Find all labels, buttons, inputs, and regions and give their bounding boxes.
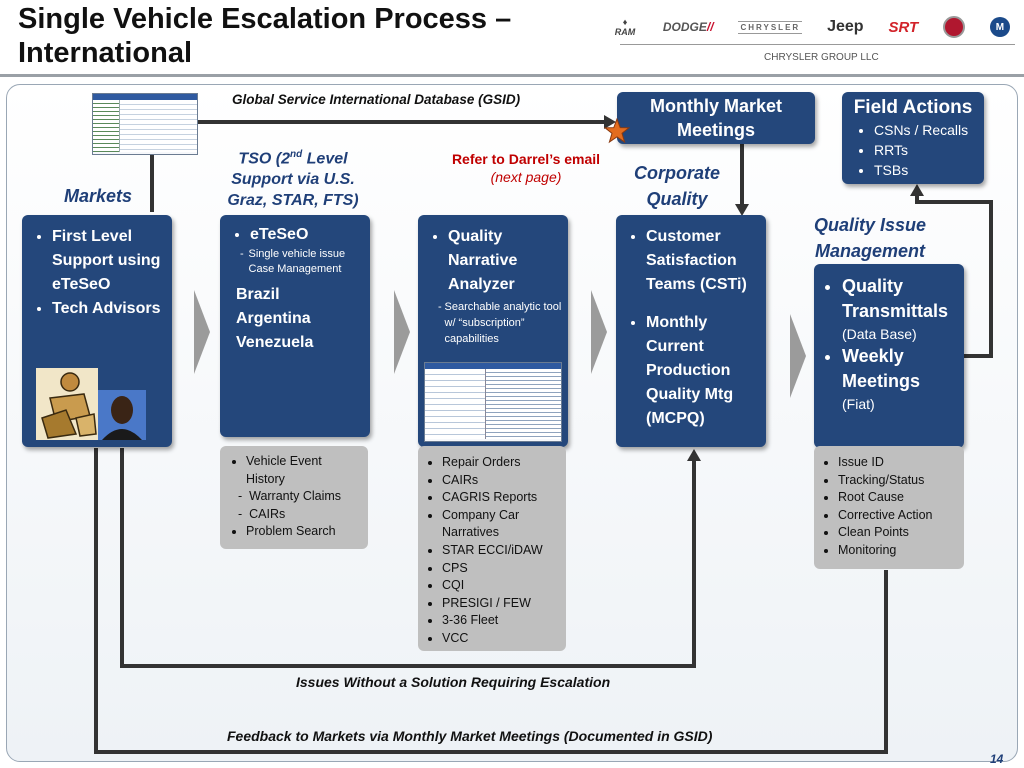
page-title: Single Vehicle Escalation Process – Inte… [18, 2, 578, 70]
etesee-subitem: Single vehicle issue Case Management [248, 248, 346, 275]
qna-subitem: Searchable analytic tool w/ “subscriptio… [444, 301, 562, 345]
flow-chevron [194, 290, 210, 374]
fa-stub-line [915, 194, 919, 204]
flow-chevron [790, 314, 806, 398]
gsid-screenshot-thumbnail [92, 93, 198, 155]
list-item: CPS [442, 560, 560, 578]
list-item: Repair Orders [442, 454, 560, 472]
ram-logo: ♦RAM [614, 17, 636, 37]
logo-divider [620, 44, 1015, 45]
monthly-market-meetings-box: Monthly Market Meetings [617, 92, 815, 144]
list-item: First Level Support using eTeSeO [52, 225, 166, 297]
issues-bottom-line [120, 664, 696, 668]
srt-logo: SRT [888, 18, 919, 36]
list-item: Corrective Action [838, 507, 958, 525]
feedback-up-line [884, 570, 888, 754]
list-item: Issue ID [838, 454, 958, 472]
fiat-logo [943, 16, 966, 38]
country-item: Venezuela [236, 334, 314, 351]
field-actions-title: Field Actions [853, 97, 973, 118]
feedback-bottom-line [94, 750, 888, 754]
qna-detail-box: Repair Orders CAIRs CAGRIS Reports Compa… [418, 446, 566, 651]
dodge-logo: DODGE// [662, 20, 714, 34]
list-item: Problem Search [246, 523, 362, 541]
customer-satisfaction-box: Customer Satisfaction Teams (CSTi) Month… [616, 215, 766, 447]
arrow-to-csat [735, 204, 749, 216]
list-item: Quality Transmittals (Data Base) [842, 274, 960, 344]
arrow-to-mmm [604, 115, 616, 129]
arrow-to-field-actions [910, 184, 924, 196]
qt-right-line [963, 354, 993, 358]
list-item: CSNs / Recalls [874, 120, 974, 140]
list-item: Root Cause [838, 489, 958, 507]
title-divider [0, 74, 1024, 77]
field-actions-box: Field Actions CSNs / Recalls RRTs TSBs [842, 92, 984, 184]
brand-logo-strip: ♦RAM DODGE// CHRYSLER Jeep SRT M [612, 8, 1010, 46]
list-item: - Warranty Claims [238, 489, 342, 504]
list-item: RRTs [874, 140, 974, 160]
qna-item: Quality Narrative Analyzer [448, 225, 564, 297]
gsid-to-mmm-line [197, 120, 605, 124]
markets-list: First Level Support using eTeSeO Tech Ad… [38, 225, 166, 321]
country-list: Brazil Argentina Venezuela [236, 283, 366, 355]
markets-label: Markets [63, 186, 133, 206]
country-item: Brazil [236, 286, 280, 303]
gsid-to-markets-line [150, 152, 154, 212]
qt-top-line [915, 200, 993, 204]
country-item: Argentina [236, 310, 311, 327]
list-item: VCC [442, 630, 560, 648]
tso-box: eTeSeO - Single vehicle issue Case Manag… [220, 215, 370, 437]
list-item: Vehicle Event History [246, 453, 362, 488]
tso-detail-box: Vehicle Event History - Warranty Claims … [220, 446, 368, 549]
quality-issue-management-label: Quality Issue Management [813, 215, 927, 261]
list-item: Clean Points [838, 524, 958, 542]
company-name: CHRYSLER GROUP LLC [764, 52, 879, 63]
technician-clipart-icon [36, 368, 98, 440]
tso-label: TSO (2nd Level Support via U.S. Graz, ST… [227, 149, 359, 210]
list-item: CQI [442, 577, 560, 595]
list-item: Tracking/Status [838, 472, 958, 490]
list-item: PRESIGI / FEW [442, 595, 560, 613]
list-item: Monitoring [838, 542, 958, 560]
qt-up-line [989, 200, 993, 358]
field-actions-list: CSNs / Recalls RRTs TSBs [852, 120, 974, 180]
list-item: Tech Advisors [52, 297, 166, 321]
mopar-logo: M [989, 17, 1010, 37]
feedback-left-line [94, 448, 98, 754]
list-item: Company Car Narratives [442, 507, 560, 542]
issues-up-line [692, 460, 696, 668]
gsid-label: Global Service International Database (G… [232, 92, 521, 107]
list-item: CAIRs [442, 472, 560, 490]
list-item: TSBs [874, 160, 974, 180]
refer-note: Refer to Darrel’s email (next page) [451, 151, 601, 185]
chrysler-logo: CHRYSLER [738, 20, 803, 34]
list-item: Weekly Meetings (Fiat) [842, 344, 960, 414]
arrow-to-csat-up [687, 449, 701, 461]
flow-chevron [394, 290, 410, 374]
list-item: CAGRIS Reports [442, 489, 560, 507]
list-item: Customer Satisfaction Teams (CSTi) [646, 225, 762, 297]
list-item: Monthly Current Production Quality Mtg (… [646, 311, 762, 431]
qna-screenshot-thumbnail [424, 362, 562, 442]
tech-advisor-photo [98, 390, 146, 440]
list-item: STAR ECCI/iDAW [442, 542, 560, 560]
title-line-2: International [18, 37, 193, 69]
page-number: 14 [990, 752, 1004, 766]
feedback-label: Feedback to Markets via Monthly Market M… [227, 728, 713, 744]
list-item: - CAIRs [238, 506, 286, 521]
jeep-logo: Jeep [827, 18, 864, 35]
title-line-1: Single Vehicle Escalation Process – [18, 3, 512, 35]
issues-escalation-label: Issues Without a Solution Requiring Esca… [296, 674, 611, 690]
mmm-to-csat-line [740, 144, 744, 206]
quality-transmittals-box: Quality Transmittals (Data Base) Weekly … [814, 264, 964, 448]
quality-issue-detail-box: Issue ID Tracking/Status Root Cause Corr… [814, 446, 964, 569]
etesee-item: eTeSeO [250, 225, 366, 245]
left-return-line [120, 448, 124, 666]
corporate-quality-label: Corporate Quality [633, 163, 720, 209]
flow-chevron [591, 290, 607, 374]
list-item: 3-36 Fleet [442, 612, 560, 630]
star-icon [604, 118, 630, 144]
